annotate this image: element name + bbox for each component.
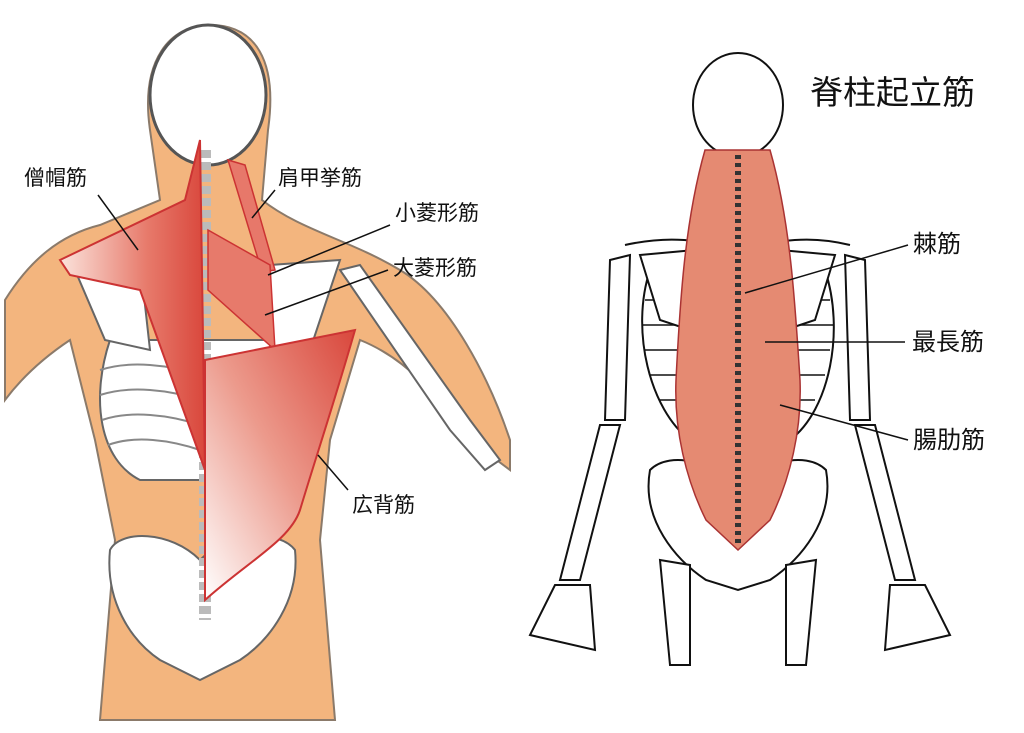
label-longissimus: 最長筋 [912,328,984,356]
label-trapezius: 僧帽筋 [24,166,87,190]
skull [692,52,784,158]
hand-right [883,584,952,652]
arm-bone [338,263,502,472]
femur-right [785,558,818,666]
humerus-right [843,253,872,421]
forearm-right [853,424,917,581]
humerus-left [603,253,632,421]
label-rhomboid-minor: 小菱形筋 [395,201,479,225]
left-back-figure [4,23,511,721]
right-skeleton-figure [528,52,952,666]
label-rhomboid-major: 大菱形筋 [393,256,477,280]
femur-left [658,558,691,666]
leader-lines [97,189,909,491]
label-levator-scapulae: 肩甲挙筋 [278,166,362,190]
label-iliocostalis: 腸肋筋 [913,426,985,454]
forearm-left [558,424,622,581]
label-latissimus-dorsi: 広背筋 [352,493,415,517]
levator-scapulae-muscle [226,158,276,273]
label-spinalis: 棘筋 [913,230,961,258]
hand-left [528,584,597,652]
head [148,23,268,167]
latissimus-dorsi-muscle [204,328,357,603]
title-erector-spinae: 脊柱起立筋 [810,73,975,112]
